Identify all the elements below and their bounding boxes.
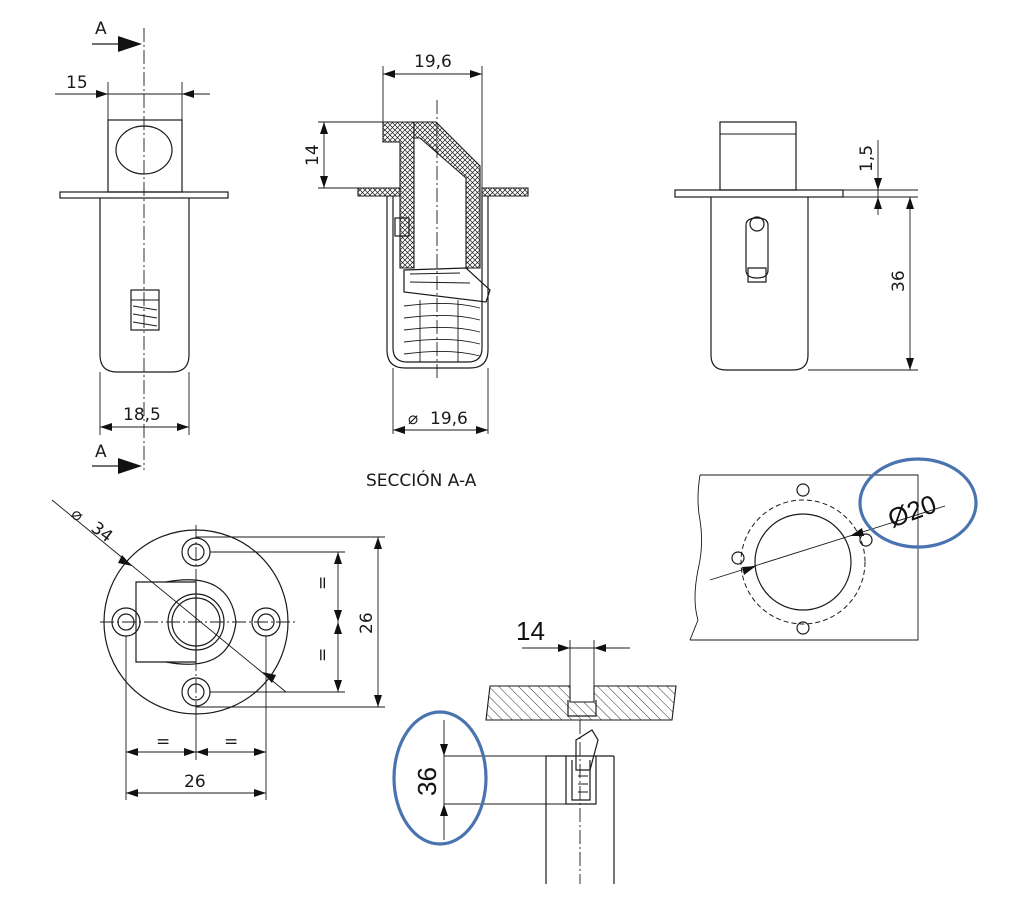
dim-plan-diameter: 34 xyxy=(87,518,116,547)
dim-section-diameter: 19,6 xyxy=(430,409,468,429)
front-view: A A 15 18,5 xyxy=(55,19,229,474)
side-view: 1,5 36 xyxy=(674,121,918,371)
dim-side-height: 36 xyxy=(889,270,909,292)
dim-install-depth: 36 xyxy=(412,767,442,796)
highlight-ring-20 xyxy=(858,457,978,549)
dim-plan-equal-right: = xyxy=(224,732,238,752)
dim-side-flange: 1,5 xyxy=(857,145,877,172)
dim-front-bottom-width: 18,5 xyxy=(123,405,161,425)
highlight-ring-36 xyxy=(392,710,488,846)
installation-detail: 14 36 xyxy=(392,616,677,884)
dim-plan-height: 26 xyxy=(357,612,377,634)
dim-plan-diameter-symbol: ⌀ xyxy=(67,504,87,526)
section-view: 19,6 14 ⌀ 19,6 SECCIÓN A-A xyxy=(303,52,529,491)
dim-front-top-width: 15 xyxy=(66,73,88,93)
dim-plan-equal-top: = xyxy=(313,576,333,590)
section-marker-top: A xyxy=(95,19,107,39)
dim-section-diameter-symbol: ⌀ xyxy=(408,409,418,429)
section-marker-bottom: A xyxy=(95,442,107,462)
plan-view: ⌀ 34 = = 26 = = 26 xyxy=(51,499,385,800)
dim-section-height: 14 xyxy=(303,144,323,166)
dim-plan-equal-bottom: = xyxy=(313,648,333,662)
dim-plan-equal-left: = xyxy=(156,732,170,752)
dim-plan-width: 26 xyxy=(184,772,206,792)
dim-install-width: 14 xyxy=(516,616,545,646)
dim-hole-diameter: Ø20 xyxy=(884,489,940,534)
hole-detail: Ø20 xyxy=(689,457,978,641)
section-title: SECCIÓN A-A xyxy=(366,469,477,491)
dim-section-top-width: 19,6 xyxy=(414,52,452,72)
